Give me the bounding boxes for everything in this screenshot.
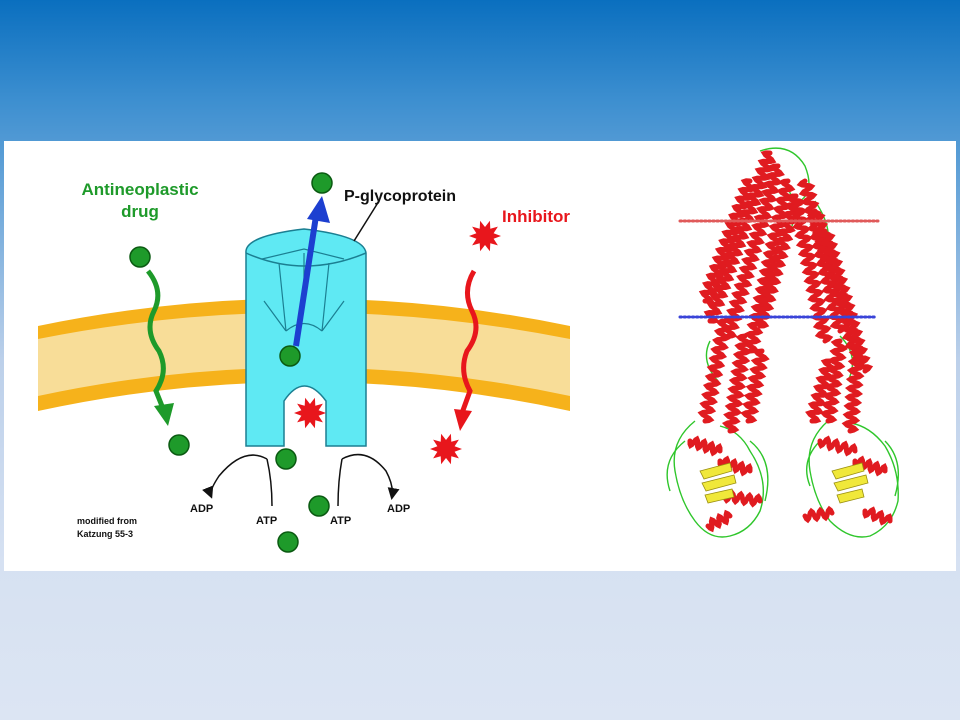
coil <box>806 440 899 497</box>
credit-line2: Katzung 55-3 <box>77 529 133 539</box>
atp-left-label: ATP <box>256 515 277 527</box>
helix <box>862 506 893 526</box>
mechanism-svg: Antineoplastic drug P-glycoprotein Inhib… <box>38 172 570 553</box>
coil <box>808 420 899 538</box>
pgp-label: P-glycoprotein <box>344 188 456 205</box>
helix <box>816 228 874 374</box>
helix <box>698 178 757 304</box>
helix <box>703 150 777 324</box>
helix <box>802 505 835 524</box>
coil <box>673 420 765 538</box>
atp-hydrolysis-left <box>202 454 273 507</box>
beta-sheets <box>699 462 869 504</box>
helix <box>740 348 770 424</box>
helix <box>805 358 837 424</box>
inhibitor-molecules <box>294 220 501 465</box>
p-glycoprotein-transporter <box>245 228 367 447</box>
coil <box>666 440 769 502</box>
pgp-mechanism-diagram: Antineoplastic drug P-glycoprotein Inhib… <box>4 141 600 571</box>
helix <box>852 455 888 477</box>
helix <box>820 338 848 424</box>
efflux-arrow <box>293 196 330 347</box>
helix <box>697 318 733 424</box>
helix <box>721 333 754 434</box>
label-pointer <box>353 200 380 242</box>
helix <box>841 348 867 434</box>
helix <box>717 455 753 477</box>
drug-label-line2: drug <box>121 202 159 221</box>
atp-right-label: ATP <box>330 515 351 527</box>
structure-svg <box>666 147 899 538</box>
credit-line1: modified from <box>77 516 137 526</box>
atp-hydrolysis-right <box>337 453 400 507</box>
helix <box>752 193 804 329</box>
adp-left-label: ADP <box>190 503 213 515</box>
helix <box>817 435 858 457</box>
inhibitor-label: Inhibitor <box>502 207 570 226</box>
drug-diffusion-arrow <box>146 269 174 426</box>
helix <box>721 163 785 339</box>
drug-molecules <box>129 172 333 553</box>
inhibitor-molecule <box>469 220 501 252</box>
pgp-crystal-structure <box>600 141 956 571</box>
inhibitor-molecule <box>430 433 462 465</box>
helix <box>705 509 733 533</box>
inhibitor-diffusion-arrow <box>454 269 479 431</box>
alpha-helices <box>687 150 893 533</box>
adp-right-label: ADP <box>387 503 410 515</box>
inhibitor-molecule <box>294 397 326 429</box>
drug-label-line1: Antineoplastic <box>81 180 198 199</box>
helix <box>687 435 723 457</box>
